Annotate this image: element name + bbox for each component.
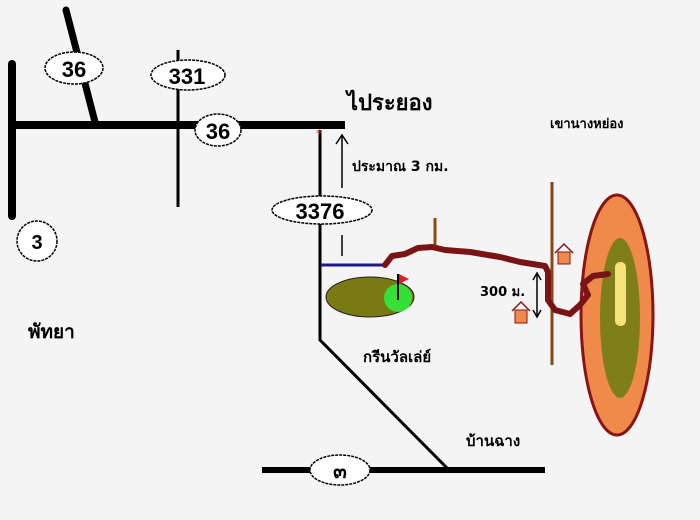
shield-label: 3 — [31, 232, 42, 254]
label-ban-chang: บ้านฉาง — [466, 432, 520, 450]
house-icon — [511, 300, 531, 324]
shield-label: 3376 — [296, 199, 345, 224]
shield-36-main: 36 — [194, 113, 242, 147]
shield-331: 331 — [150, 59, 226, 91]
arrow-head-icon — [335, 133, 349, 145]
shield-3-thai: ๓ — [309, 454, 371, 486]
house-icon — [554, 242, 574, 265]
label-300m: 300 ม. — [480, 285, 525, 300]
shield-3376: 3376 — [271, 195, 373, 225]
label-approx-3km: ประมาณ 3 กม. — [352, 159, 449, 175]
distance-300m-arrow — [532, 271, 542, 319]
label-to-rayong: ไประยอง — [345, 89, 433, 116]
junction-marker: * — [316, 126, 322, 140]
shield-label: 36 — [62, 57, 86, 82]
mountain — [579, 193, 655, 437]
shield-label: 36 — [206, 119, 230, 144]
label-green-valley: กรีนวัลเล่ย์ — [363, 348, 431, 366]
shield-3: 3 — [16, 220, 58, 262]
label-mountain: เขานางหย่อง — [550, 117, 624, 132]
label-pattaya: พัทยา — [28, 321, 75, 343]
shield-label: 331 — [169, 64, 206, 89]
trail-path — [382, 244, 611, 317]
shield-label: ๓ — [333, 461, 347, 483]
flag-icon — [397, 274, 409, 300]
shield-36-north: 36 — [44, 51, 104, 85]
